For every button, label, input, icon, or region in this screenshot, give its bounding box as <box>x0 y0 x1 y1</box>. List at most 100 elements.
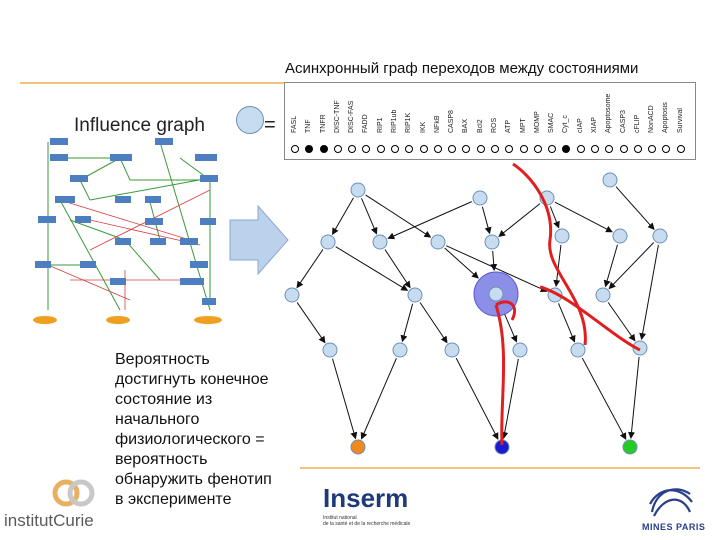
gene-label: Apoptosis <box>662 102 670 133</box>
transition-edge <box>607 302 636 342</box>
state-dot-off <box>619 145 628 153</box>
gene-label: Cyt_c <box>562 115 570 133</box>
state-dot-off <box>419 145 428 153</box>
state-node <box>320 234 336 250</box>
final-state-green <box>622 439 638 455</box>
gene-label: FADD <box>362 114 370 133</box>
gene-label: MOMP <box>533 111 541 133</box>
gene-label: SMAC <box>548 112 556 133</box>
gene-label: CASP3 <box>619 110 627 133</box>
transition-edge <box>360 358 397 440</box>
state-dot-off <box>519 145 528 153</box>
transition-edge <box>445 245 548 292</box>
state-dot-off <box>448 145 457 153</box>
equals-sign: = <box>264 114 276 136</box>
gene-label: cIAP <box>576 118 584 133</box>
state-dot-off <box>533 145 542 153</box>
gene-label: Bcl2 <box>476 119 484 133</box>
gene-label: TNFR <box>319 114 327 133</box>
transition-edge <box>365 194 432 238</box>
gene-label: RIP1ub <box>391 109 398 133</box>
inserm-subtitle: de la santé et de la recherche médicale <box>323 521 411 527</box>
state-node <box>444 342 460 358</box>
state-dot-off <box>391 145 399 153</box>
mines-paris-logo <box>649 488 693 517</box>
highlight-path <box>495 300 517 321</box>
state-dot-off <box>362 145 371 153</box>
transition-edge <box>335 246 409 291</box>
gene-label: IKK <box>419 121 427 133</box>
gene-label: NFkB <box>433 115 441 134</box>
state-dot-off <box>405 145 414 153</box>
state-node <box>554 228 570 244</box>
state-node <box>284 287 300 303</box>
caption-line: физиологического = <box>115 431 265 448</box>
transition-edge <box>331 197 354 236</box>
gene-label: CASP8 <box>448 110 456 133</box>
gene-label: ATP <box>505 119 513 133</box>
state-node <box>612 228 628 244</box>
orange-rule-bottom <box>300 467 700 469</box>
institut-curie-wordmark: institutCurie <box>4 511 94 530</box>
transition-edge <box>444 247 479 279</box>
caption-line: достигнуть конечное <box>115 371 269 388</box>
institut-curie-logo <box>52 479 95 507</box>
transition-edge <box>361 198 378 235</box>
state-node <box>652 228 668 244</box>
transition-edge <box>296 302 326 344</box>
transition-edge <box>603 244 618 288</box>
transition-edge <box>296 249 324 289</box>
state-dot-off <box>676 145 685 153</box>
state-node <box>512 342 528 358</box>
state-node <box>392 342 408 358</box>
slide-title: Асинхронный граф переходов между состоян… <box>285 60 639 77</box>
gene-label: DISC-TNF <box>333 100 341 133</box>
transition-edge <box>498 203 541 238</box>
influence-graph-thumbnail <box>33 138 222 324</box>
state-dot-on <box>319 145 328 153</box>
state-node <box>632 340 648 356</box>
state-dot-off <box>648 145 657 153</box>
state-node <box>430 234 446 250</box>
transition-edge <box>639 244 659 341</box>
state-node <box>372 234 388 250</box>
state-dot-off <box>476 145 485 153</box>
influence-graph-label: Influence graph <box>74 115 205 136</box>
state-dot-off <box>662 145 671 153</box>
gene-label: RIP1 <box>376 117 384 133</box>
transition-edge <box>549 206 560 229</box>
state-dot-off <box>291 145 299 153</box>
caption-line: обнаружить фенотип <box>115 471 272 488</box>
state-dot-off <box>548 145 557 153</box>
state-node <box>350 182 366 198</box>
gene-label: TNF <box>305 119 313 133</box>
transition-edge <box>553 244 562 288</box>
gene-label: MPT <box>519 118 527 133</box>
state-node <box>595 287 611 303</box>
state-dot-off <box>605 145 614 153</box>
transition-edge <box>615 186 655 231</box>
gene-label: RIP1K <box>405 112 413 133</box>
caption-line: Вероятность <box>115 351 210 368</box>
gene-label: DISC-FAS <box>348 100 356 133</box>
state-node <box>570 342 586 358</box>
state-dot-off <box>633 145 642 153</box>
highlight-path <box>494 304 506 446</box>
state-dot-off <box>591 145 599 153</box>
transition-edge <box>384 249 411 289</box>
transition-edge <box>501 358 519 440</box>
state-dot-on <box>305 145 314 153</box>
transition-edge <box>581 357 627 440</box>
mines-paris-wordmark: MINES PARIS <box>642 522 706 532</box>
transition-edge <box>608 242 655 290</box>
inserm-logo: Inserm <box>323 483 409 513</box>
state-dot-off <box>576 145 585 153</box>
gene-label: Apoptosome <box>605 93 613 133</box>
state-node <box>488 286 504 302</box>
state-dot-off <box>491 145 499 153</box>
gene-label: NonACD <box>648 105 656 133</box>
caption-line: вероятность <box>115 451 208 468</box>
state-dot-off <box>333 145 342 153</box>
